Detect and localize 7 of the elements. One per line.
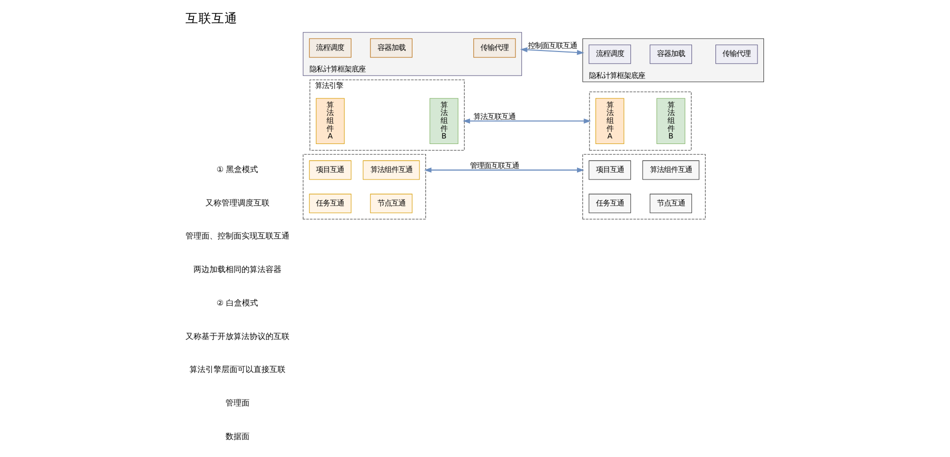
cluster: [589, 92, 692, 150]
arrow: [424, 168, 584, 173]
arrow: [520, 47, 584, 56]
cluster: [582, 154, 706, 220]
diagram-title: 互联互通: [186, 10, 238, 26]
arrow: [462, 118, 592, 124]
cluster: [302, 154, 426, 220]
